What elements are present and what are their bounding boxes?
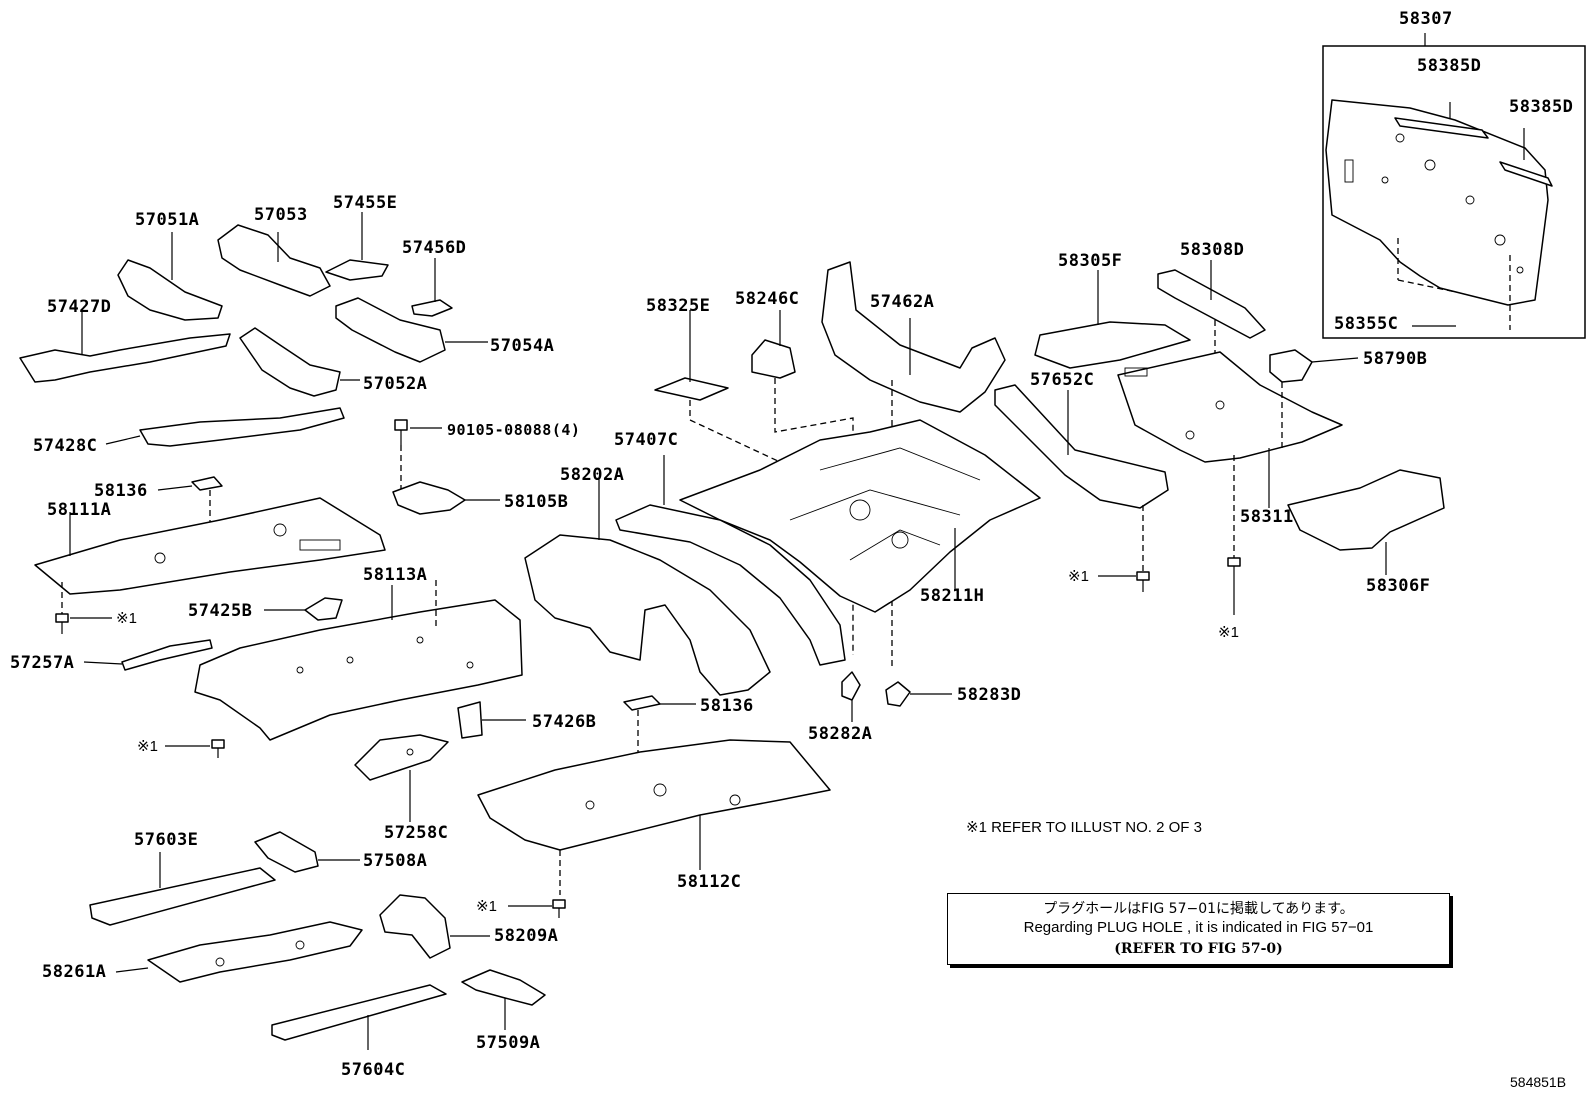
- label-58311: 58311: [1240, 507, 1294, 527]
- part-57054A: [335, 297, 488, 363]
- ref-marker-3: ※1: [476, 898, 497, 915]
- part-58113A: [194, 580, 523, 741]
- part-57603E: [89, 852, 276, 926]
- label-58385D-a: 58385D: [1417, 56, 1482, 76]
- label-57052A: 57052A: [363, 374, 428, 394]
- bolt-58111A: [55, 582, 112, 634]
- part-57052A: [239, 327, 360, 397]
- figure-id: 584851B: [1510, 1074, 1567, 1090]
- part-58307-box: [1322, 33, 1586, 339]
- part-58111A: [34, 497, 386, 595]
- bolt-58113A: [165, 739, 225, 758]
- part-57407C: [615, 455, 846, 666]
- label-58136-lower: 58136: [700, 696, 754, 716]
- label-57258C: 57258C: [384, 823, 449, 843]
- label-58111A: 58111A: [47, 500, 112, 520]
- part-58311: [1117, 351, 1343, 508]
- part-57652C: [994, 384, 1169, 509]
- part-57428C: [105, 407, 345, 447]
- part-57604C: [271, 984, 447, 1050]
- label-57456D: 57456D: [402, 238, 467, 258]
- part-58112C: [477, 739, 831, 895]
- label-57508A: 57508A: [363, 851, 428, 871]
- label-58202A: 58202A: [560, 465, 625, 485]
- part-58261A: [115, 921, 363, 983]
- label-57407C: 57407C: [614, 430, 679, 450]
- plug-note-english: Regarding PLUG HOLE , it is indicated in…: [1023, 919, 1374, 936]
- label-57604C: 57604C: [341, 1060, 406, 1080]
- part-57257A: [83, 639, 213, 671]
- plug-note-japanese: プラグホールはFIG 57−01に掲載してあります。: [1043, 901, 1354, 917]
- label-58385D-b: 58385D: [1509, 97, 1574, 117]
- label-58307: 58307: [1399, 9, 1453, 29]
- part-58202A: [524, 478, 771, 696]
- part-58305F: [1034, 270, 1191, 369]
- part-58306F: [1287, 469, 1445, 575]
- part-57427D: [19, 310, 231, 383]
- part-58325E: [654, 310, 841, 555]
- part-57051A: [117, 232, 223, 321]
- label-57652C: 57652C: [1030, 370, 1095, 390]
- label-57257A: 57257A: [10, 653, 75, 673]
- label-57426B: 57426B: [532, 712, 597, 732]
- bolt-90105: [394, 419, 442, 490]
- part-58283D: [885, 681, 952, 707]
- label-57427D: 57427D: [47, 297, 112, 317]
- bolt-58311: [1227, 455, 1241, 615]
- plug-note-refer: (REFER TO FIG 57-0): [1114, 941, 1283, 957]
- label-58246C: 58246C: [735, 289, 800, 309]
- label-58112C: 58112C: [677, 872, 742, 892]
- label-57054A: 57054A: [490, 336, 555, 356]
- label-57603E: 57603E: [134, 830, 199, 850]
- label-57509A: 57509A: [476, 1033, 541, 1053]
- ref-marker-4: ※1: [1068, 568, 1089, 585]
- part-58790B: [1269, 349, 1359, 450]
- label-57425B: 57425B: [188, 601, 253, 621]
- part-57053: [217, 224, 331, 297]
- part-57508A: [254, 831, 360, 873]
- refer-note: ※1 REFER TO ILLUST NO. 2 OF 3: [966, 819, 1202, 836]
- label-57053: 57053: [254, 205, 308, 225]
- label-58355C: 58355C: [1334, 314, 1399, 334]
- label-58105B: 58105B: [504, 492, 569, 512]
- part-58282A: [841, 671, 861, 722]
- label-58282A: 58282A: [808, 724, 873, 744]
- part-58209A: [379, 894, 490, 959]
- label-58306F: 58306F: [1366, 576, 1431, 596]
- label-58211H: 58211H: [920, 586, 985, 606]
- label-57051A: 57051A: [135, 210, 200, 230]
- ref-marker-5: ※1: [1218, 624, 1239, 641]
- label-58113A: 58113A: [363, 565, 428, 585]
- plug-hole-note: プラグホールはFIG 57−01に掲載してあります。 Regarding PLU…: [947, 893, 1450, 965]
- label-58790B: 58790B: [1363, 349, 1428, 369]
- part-57426B: [457, 701, 526, 739]
- part-58105B: [392, 481, 500, 515]
- label-90105-08088: 90105-08088(4): [447, 421, 581, 439]
- part-58211H: [679, 419, 1041, 613]
- part-58136-lower: [623, 695, 696, 790]
- ref-marker-2: ※1: [137, 738, 158, 755]
- label-57462A: 57462A: [870, 292, 935, 312]
- label-58308D: 58308D: [1180, 240, 1245, 260]
- label-57455E: 57455E: [333, 193, 398, 213]
- label-58283D: 58283D: [957, 685, 1022, 705]
- part-57509A: [461, 969, 546, 1030]
- label-58261A: 58261A: [42, 962, 107, 982]
- part-57455E: [325, 212, 389, 281]
- bolt-57652C: [1098, 505, 1150, 592]
- label-58325E: 58325E: [646, 296, 711, 316]
- label-58136-upper: 58136: [94, 481, 148, 501]
- part-57258C: [354, 734, 449, 822]
- label-58305F: 58305F: [1058, 251, 1123, 271]
- label-57428C: 57428C: [33, 436, 98, 456]
- ref-marker-1: ※1: [116, 610, 137, 627]
- bolt-58112C: [508, 899, 566, 918]
- label-58209A: 58209A: [494, 926, 559, 946]
- part-57456D: [411, 258, 453, 317]
- part-57425B: [264, 597, 343, 621]
